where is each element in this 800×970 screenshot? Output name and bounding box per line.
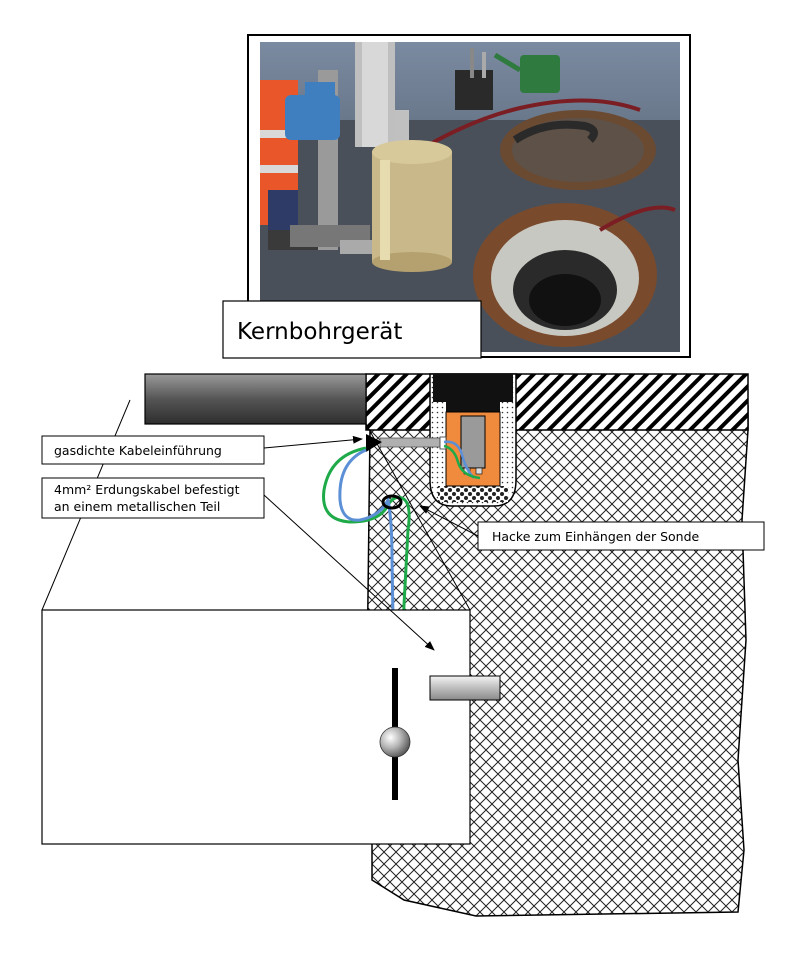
pipe	[144, 373, 367, 425]
label-hook: Hacke zum Einhängen der Sonde	[477, 521, 765, 551]
probe-ball	[379, 726, 411, 758]
label-earth-cable: 4mm² Erdungskabel befestigt an einem met…	[41, 477, 265, 519]
gravel-bed	[438, 486, 508, 502]
photo-caption: Kernbohrgerät	[237, 319, 402, 345]
blue-probe-wire	[338, 448, 396, 676]
probe-sensor	[460, 415, 486, 469]
cable-gland	[366, 434, 382, 452]
arrow-cable-entry	[263, 435, 363, 449]
photo-caption-box: Kernbohrgerät	[222, 300, 482, 359]
probe-cap	[433, 374, 513, 412]
label-cable-entry-text: gasdichte Kabeleinführung	[54, 443, 222, 458]
road-surface	[365, 373, 749, 431]
label-earth-cable-line1: 4mm² Erdungskabel befestigt	[54, 482, 240, 497]
label-hook-text: Hacke zum Einhängen der Sonde	[492, 529, 700, 544]
arrow-hook	[419, 505, 479, 537]
probe-hook	[381, 494, 403, 510]
core-drill-photo	[247, 34, 691, 358]
earth-rod	[429, 675, 501, 701]
label-earth-cable-line2: an einem metallischen Teil	[54, 499, 220, 514]
label-cable-entry: gasdichte Kabeleinführung	[41, 435, 265, 465]
arrow-earth-cable	[263, 494, 435, 651]
detail-inset	[41, 609, 471, 845]
cable-tube	[379, 437, 443, 448]
